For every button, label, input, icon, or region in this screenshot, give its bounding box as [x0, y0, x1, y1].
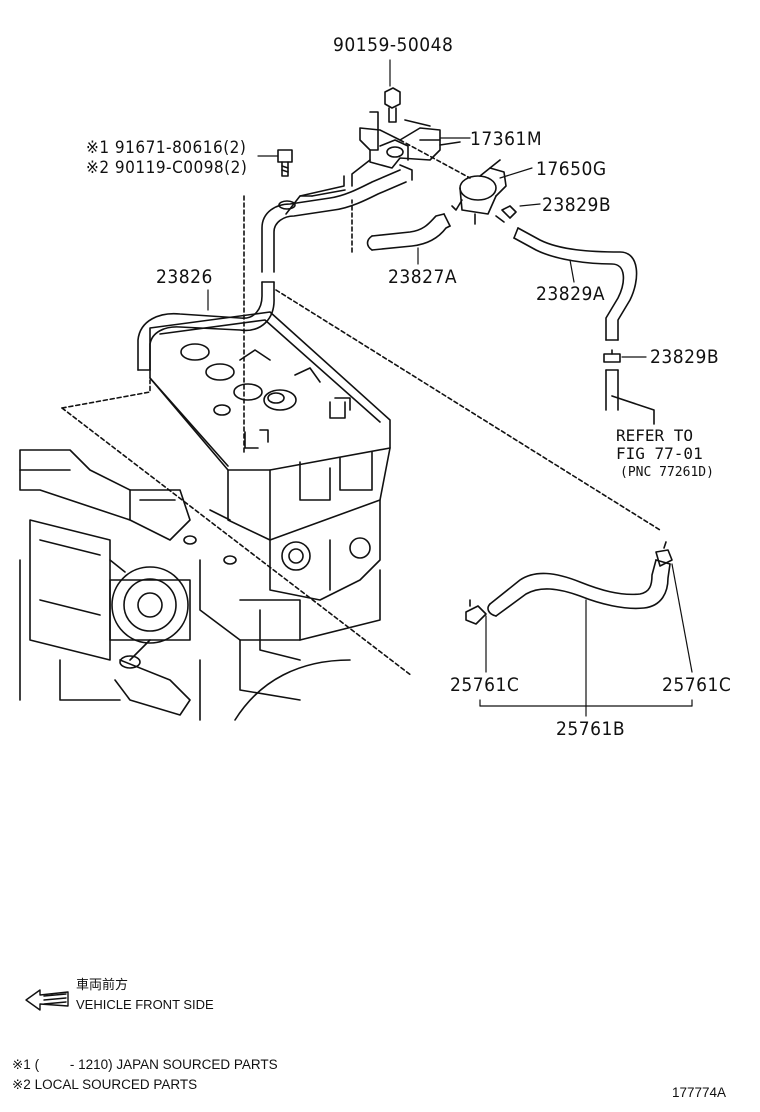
- clamp-23829b-top: [495, 205, 517, 223]
- legend-japanese: 車両前方: [76, 977, 129, 992]
- engine-assembly-drawing: [19, 311, 413, 721]
- refer-line-3: (PNC 77261D): [620, 465, 714, 480]
- hose-25761b: [487, 559, 671, 617]
- refer-line-1: REFER TO: [616, 426, 694, 445]
- clamp-23829b-mid: [603, 349, 621, 363]
- part-label-25761c-right: 25761C: [662, 674, 732, 696]
- pipe-to-fig-77-01: [605, 369, 655, 425]
- leader-lines: [207, 59, 693, 717]
- footnote-1: ※1 ( - 1210) JAPAN SOURCED PARTS: [12, 1057, 278, 1072]
- metal-pipe: [261, 169, 407, 273]
- part-label-23826: 23826: [156, 266, 213, 288]
- bracket-17361m: [351, 87, 461, 187]
- part-label-17361m: 17361M: [470, 128, 543, 150]
- part-label-23829b-mid: 23829B: [650, 346, 720, 368]
- footnote-2: ※2 LOCAL SOURCED PARTS: [12, 1077, 198, 1092]
- vehicle-front-arrow-icon: [25, 989, 69, 1011]
- part-label-25761c-left: 25761C: [450, 674, 520, 696]
- refer-line-2: FIG 77-01: [616, 444, 703, 463]
- hose-23827a: [366, 213, 451, 251]
- leader-dashed-head: [275, 289, 661, 531]
- figure-id: 177774A: [672, 1085, 727, 1100]
- hose-23829a: [513, 227, 638, 341]
- clamp-25761c-left: [465, 599, 487, 625]
- legend-vehicle-front-side: VEHICLE FRONT SIDE: [76, 997, 214, 1012]
- part-label-90159-50048: 90159-50048: [333, 34, 454, 56]
- clamp-25761c-right: [655, 541, 673, 567]
- bolt-91671: [277, 149, 293, 177]
- part-label-25761b: 25761B: [556, 718, 626, 740]
- part-label-23827a: 23827A: [388, 266, 458, 288]
- part-label-90119-c0098: ※2 90119-C0098(2): [86, 158, 248, 178]
- part-label-23829b-top: 23829B: [542, 194, 612, 216]
- part-label-17650g: 17650G: [536, 158, 607, 180]
- valve-17650g: [399, 139, 507, 225]
- part-label-23829a: 23829A: [536, 283, 606, 305]
- hose-23826: [137, 195, 275, 453]
- part-label-91671-80616: ※1 91671-80616(2): [86, 138, 247, 158]
